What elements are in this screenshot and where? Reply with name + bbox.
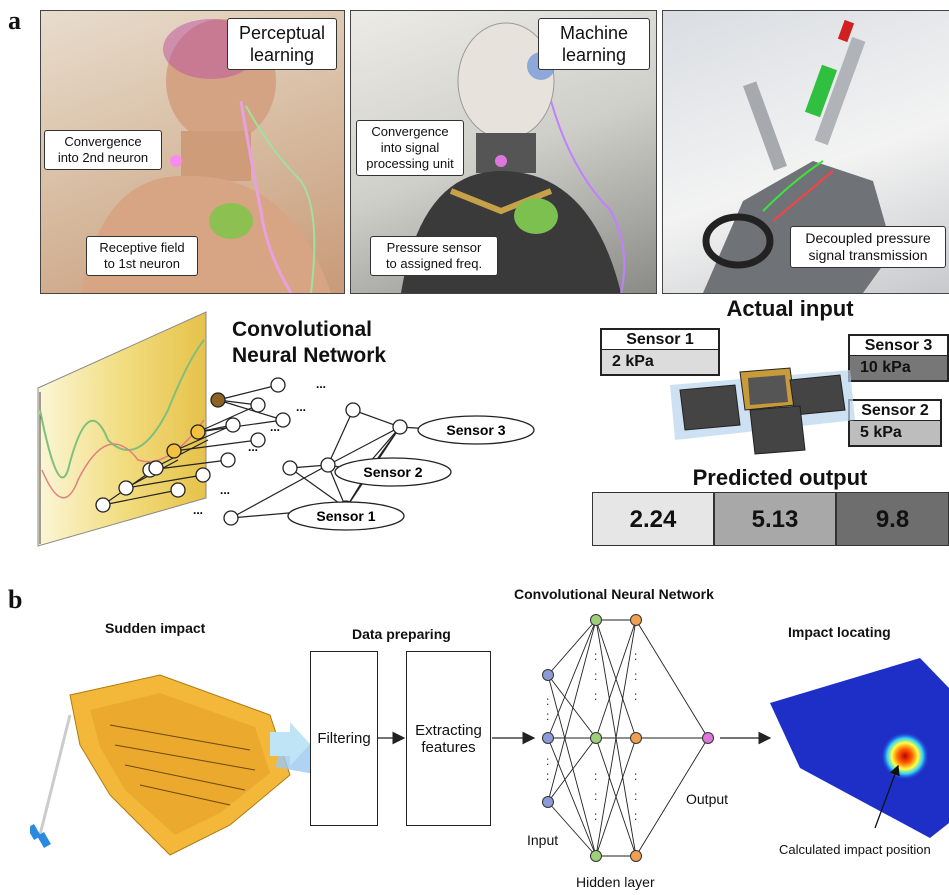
actual-input-title: Actual input	[726, 296, 854, 321]
svg-text::: :	[634, 769, 637, 783]
sensor-array-image	[670, 367, 855, 455]
hidden2-node	[630, 732, 642, 744]
extracting-label-line2: features	[421, 738, 476, 756]
hidden2-node	[630, 850, 642, 862]
signal-curve-green	[39, 339, 205, 479]
nn-nodes	[542, 614, 714, 862]
impact-heatmap	[770, 658, 949, 838]
sudden-impact-label: Sudden impact	[105, 620, 206, 636]
sensor-skin-image	[30, 674, 330, 856]
svg-text::: :	[546, 754, 549, 768]
input-layer-label: Input	[527, 832, 559, 848]
nn-connections	[547, 619, 709, 857]
data-preparing-label: Data preparing	[352, 626, 451, 642]
signal-plane	[37, 311, 207, 547]
svg-text::: :	[634, 789, 637, 803]
svg-text:...: ...	[193, 503, 203, 517]
input-node	[542, 669, 554, 681]
hidden1-node	[590, 614, 602, 626]
cnn-network-diagram: Sensor 3 Sensor 2 Sensor 1 ... ... ... .…	[37, 311, 535, 547]
big-arrow-icon	[270, 722, 310, 766]
svg-text::: :	[594, 669, 597, 683]
nn-dots: :: :: ::: ::: ::: :::	[546, 649, 637, 823]
output-layer-label: Output	[686, 791, 729, 807]
output-node	[702, 732, 714, 744]
svg-text:...: ...	[316, 377, 326, 391]
sensor-3-node	[417, 415, 535, 445]
hidden1-node	[590, 850, 602, 862]
panel-a-letter: a	[8, 6, 21, 35]
svg-text:...: ...	[270, 420, 280, 434]
input-node	[542, 796, 554, 808]
svg-text:...: ...	[248, 440, 258, 454]
svg-text::: :	[594, 649, 597, 663]
hidden-layer-label: Hidden layer	[576, 874, 655, 890]
filtering-label: Filtering	[317, 730, 371, 747]
cnn-ellipses: ... ... ... ... ... ...	[193, 377, 326, 517]
predicted-output-title: Predicted output	[692, 465, 868, 490]
hidden1-node	[590, 732, 602, 744]
sensor-traces	[109, 724, 256, 806]
hidden2-node	[630, 614, 642, 626]
skin-to-pipeline-arrow	[270, 722, 310, 766]
svg-text::: :	[546, 769, 549, 783]
panel-b-letter: b	[8, 585, 23, 614]
sensor-1-tag: Sensor 1 2 kPa	[600, 328, 720, 376]
svg-text::: :	[634, 689, 637, 703]
calculated-position-label: Calculated impact position	[779, 842, 931, 857]
svg-text::: :	[594, 769, 597, 783]
predicted-sensor-3: 9.8	[836, 492, 949, 546]
sensor-3-node-label: Sensor 3	[446, 422, 505, 438]
neural-net-diagram: :: :: ::: ::: ::: :::	[378, 614, 772, 862]
svg-text::: :	[634, 649, 637, 663]
svg-text:...: ...	[296, 400, 306, 414]
predicted-sensor-1: 2.24	[592, 492, 714, 546]
filtering-box: Filtering	[310, 651, 378, 826]
extracting-features-box: Extracting features	[406, 651, 491, 826]
impact-hotspot	[881, 732, 929, 780]
impact-locating-label: Impact locating	[788, 624, 891, 640]
predicted-sensor-2: 5.13	[714, 492, 836, 546]
sensor-3-tag: Sensor 3 10 kPa	[848, 334, 949, 382]
input-node	[542, 732, 554, 744]
svg-text::: :	[634, 809, 637, 823]
svg-text::: :	[594, 689, 597, 703]
sensor-1-node-label: Sensor 1	[316, 508, 375, 524]
sensor-2-tag: Sensor 2 5 kPa	[848, 399, 942, 447]
extracting-label-line1: Extracting	[415, 721, 482, 739]
svg-text::: :	[546, 709, 549, 723]
svg-text::: :	[594, 789, 597, 803]
heatmap-surface	[770, 658, 949, 838]
svg-text::: :	[594, 809, 597, 823]
svg-text:...: ...	[220, 483, 230, 497]
cnn-b-title: Convolutional Neural Network	[514, 586, 714, 602]
svg-text::: :	[546, 694, 549, 708]
svg-text::: :	[634, 669, 637, 683]
sensor-1-node	[287, 501, 405, 531]
sensor-2-node	[334, 457, 452, 487]
impact-pointer-arrow	[874, 764, 900, 829]
sensor-2-node-label: Sensor 2	[363, 464, 422, 480]
